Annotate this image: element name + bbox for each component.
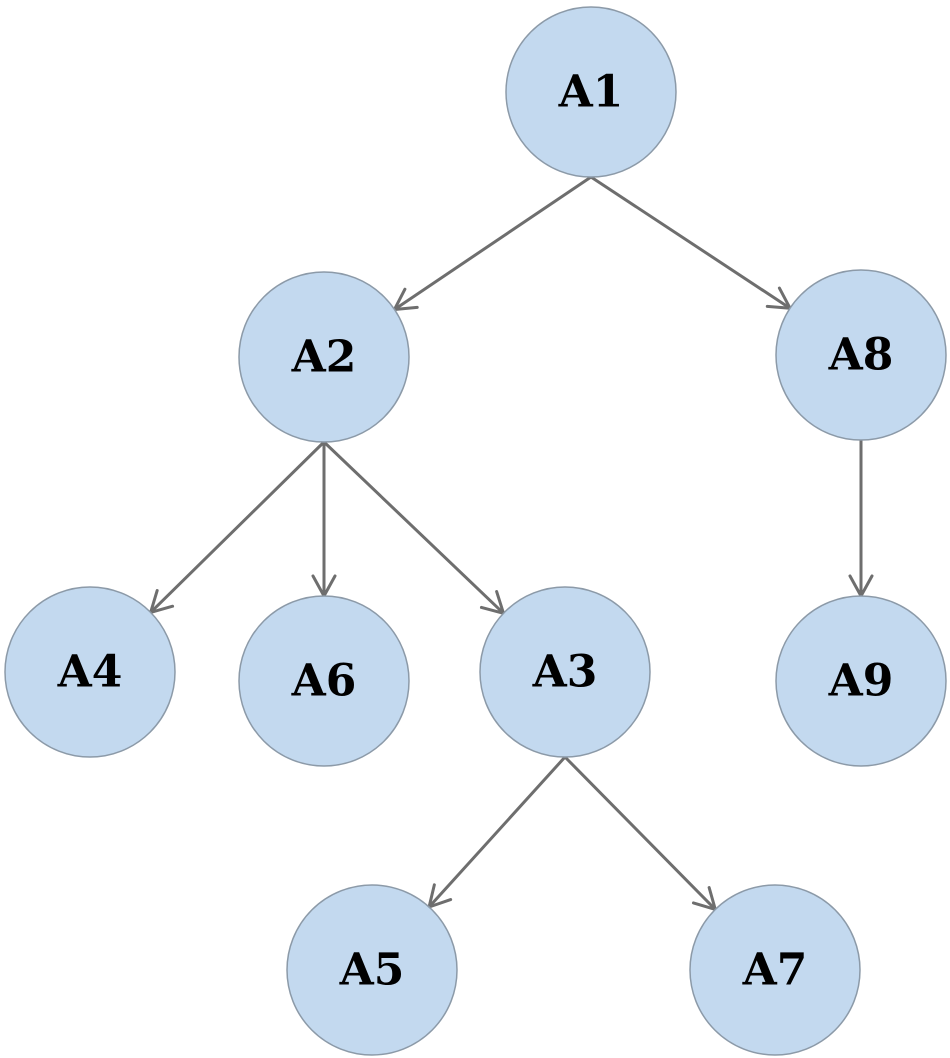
edge-line xyxy=(393,175,592,311)
node-circle xyxy=(775,595,947,767)
node-label: A9 xyxy=(828,656,894,707)
node-label: A3 xyxy=(532,647,598,698)
node-a2: A2 xyxy=(238,271,410,443)
edge-line xyxy=(322,440,505,615)
node-label: A4 xyxy=(57,647,123,698)
edge-a1-a8 xyxy=(590,175,792,310)
node-a6: A6 xyxy=(238,595,410,767)
edges-layer xyxy=(149,175,874,911)
node-label: A2 xyxy=(291,332,357,383)
node-a3: A3 xyxy=(479,586,651,758)
edge-line xyxy=(590,175,791,310)
node-label: A8 xyxy=(828,330,894,381)
edge-a1-a2 xyxy=(392,175,592,311)
node-label: A7 xyxy=(742,945,808,996)
node-circle xyxy=(479,586,651,758)
node-circle xyxy=(238,595,410,767)
edge-line xyxy=(563,755,717,911)
node-circle xyxy=(505,6,677,178)
node-a4: A4 xyxy=(4,586,176,758)
node-circle xyxy=(238,271,410,443)
edge-a3-a7 xyxy=(563,755,717,911)
node-a8: A8 xyxy=(775,269,947,441)
node-a7: A7 xyxy=(689,884,861,1056)
node-a9: A9 xyxy=(775,595,947,767)
node-label: A5 xyxy=(339,945,405,996)
node-a1: A1 xyxy=(505,6,677,178)
edge-a3-a5 xyxy=(427,755,567,909)
node-a5: A5 xyxy=(286,884,458,1056)
edge-a8-a9 xyxy=(848,440,874,598)
node-circle xyxy=(689,884,861,1056)
node-circle xyxy=(4,586,176,758)
node-label: A6 xyxy=(291,656,357,707)
edge-a2-a3 xyxy=(322,440,506,615)
edge-line xyxy=(149,440,326,614)
node-label: A1 xyxy=(558,67,624,118)
edge-a2-a4 xyxy=(149,440,326,614)
node-circle xyxy=(775,269,947,441)
edge-a2-a6 xyxy=(311,442,337,598)
node-circle xyxy=(286,884,458,1056)
edge-line xyxy=(427,755,567,909)
